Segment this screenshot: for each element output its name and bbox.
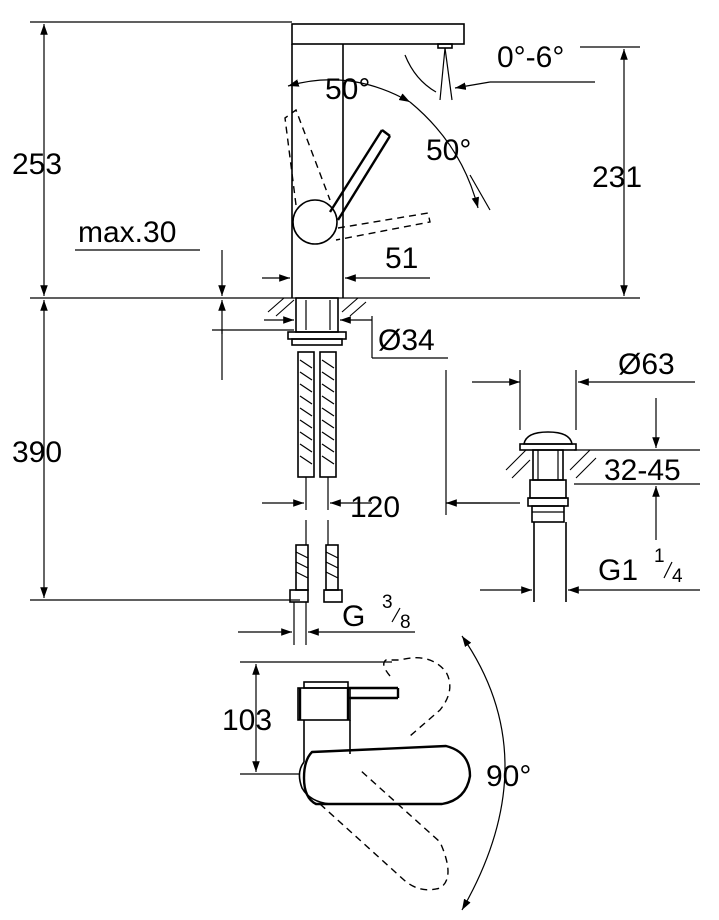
dimension-253-label: 253 xyxy=(12,148,62,181)
rotation-90-label: 90° xyxy=(486,760,531,793)
g38-sup-label: 3 xyxy=(382,592,393,613)
dimension-32-45-label: 32-45 xyxy=(604,454,681,487)
dimension-231-label: 231 xyxy=(592,161,642,194)
side-view: 103 90° xyxy=(222,635,531,911)
angle-0-6-label: 0°-6° xyxy=(497,41,564,74)
dimension-max30-label: max.30 xyxy=(78,216,176,249)
dimension-51: 51 xyxy=(262,242,430,282)
dimension-63-label: Ø63 xyxy=(618,348,675,381)
dimension-390-label: 390 xyxy=(12,436,62,469)
dimension-103-label: 103 xyxy=(222,704,272,737)
extension-lines xyxy=(30,21,640,601)
g38-sub-label: 8 xyxy=(400,612,411,633)
dimension-390: 390 xyxy=(12,300,62,598)
dimension-120-label: 120 xyxy=(350,491,400,524)
angle-0-6: 0°-6° xyxy=(404,41,595,101)
g38-main-label: G xyxy=(342,600,365,633)
g1-sup-label: 1 xyxy=(654,546,665,567)
lever-angle-right-label: 50° xyxy=(426,134,471,167)
dimension-34-label: Ø34 xyxy=(378,324,435,357)
lever-angle-left-label: 50° xyxy=(325,73,370,106)
g1-main-label: G1 xyxy=(598,554,638,587)
supply-hoses: 120 xyxy=(262,351,400,645)
dimension-253: 253 xyxy=(12,23,62,296)
dimension-g38: G 3 8 xyxy=(238,592,415,636)
dimension-231: 231 xyxy=(592,48,642,296)
waste-valve: Ø63 32-45 G1 1 4 xyxy=(445,348,700,602)
dimension-51-label: 51 xyxy=(385,242,418,275)
countertop-section: Ø34 xyxy=(212,297,448,359)
g1-sub-label: 4 xyxy=(672,566,683,587)
dimension-max30: max.30 xyxy=(75,216,226,380)
lever-angle-arcs: 50° 50° xyxy=(287,73,491,211)
